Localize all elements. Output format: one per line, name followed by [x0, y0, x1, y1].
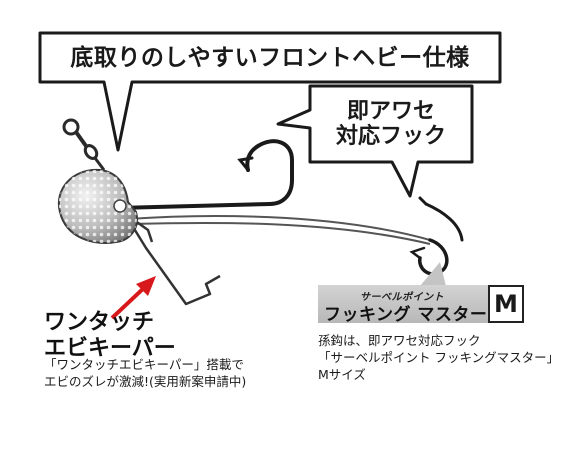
hook-callout-line2: 対応フック [335, 124, 446, 149]
keeper-title: ワンタッチ エビキーパー [44, 310, 176, 362]
top-callout-bubble [38, 31, 502, 152]
keeper-description-line1: 「ワンタッチエビキーパー」搭載で [44, 357, 244, 372]
swivel [62, 118, 106, 171]
shrimp-keeper-wire [128, 218, 221, 306]
top-callout-label: 底取りのしやすいフロントヘビー仕様 [70, 44, 470, 71]
label-pointer [420, 262, 446, 286]
hook-callout-text: 即アワセ 対応フック [315, 92, 467, 156]
top-callout-text: 底取りのしやすいフロントヘビー仕様 [46, 40, 494, 76]
product-brand: サーベルポイント [360, 292, 444, 303]
product-name: フッキング マスター [324, 305, 488, 325]
hook-description: 孫鈎は、即アワセ対応フック 「サーベルポイント フッキングマスター」 Mサイズ [318, 332, 559, 383]
product-size-badge: M [488, 285, 524, 323]
keeper-title-line1: ワンタッチ [44, 310, 155, 335]
jig-head [57, 168, 138, 244]
keeper-description: 「ワンタッチエビキーパー」搭載で エビのズレが激減!(実用新案申請中) [44, 356, 246, 390]
keeper-description-line2: エビのズレが激減!(実用新案申請中) [44, 374, 247, 389]
hook-description-line2: 「サーベルポイント フッキングマスター」 [318, 350, 560, 365]
hook-description-line1: 孫鈎は、即アワセ対応フック [318, 333, 481, 348]
hook-callout-bubble [276, 84, 474, 198]
main-hook [116, 139, 294, 210]
hook-description-line3: Mサイズ [318, 367, 366, 382]
hook-callout-line1: 即アワセ [346, 98, 435, 124]
red-arrow [110, 276, 156, 320]
product-label-background [318, 285, 488, 323]
stinger-line [127, 215, 431, 245]
keeper-title-line2: エビキーパー [44, 336, 176, 361]
trailer-hook [409, 196, 464, 276]
product-label: サーベルポイント フッキング マスター M [318, 285, 524, 325]
